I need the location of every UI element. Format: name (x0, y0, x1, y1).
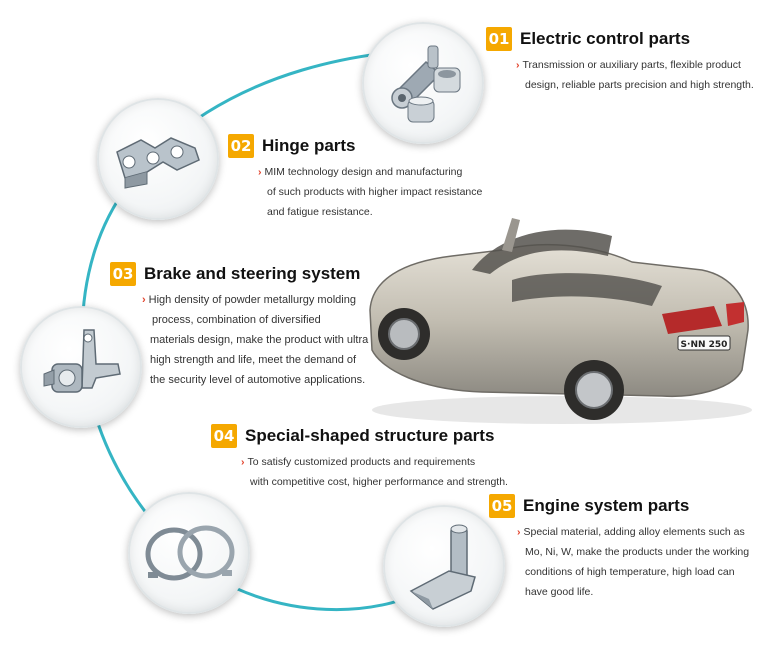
engine-part-circle (383, 505, 505, 627)
convertible-car-image: S·NN 250 (369, 218, 752, 424)
brake-part-icon (43, 329, 121, 393)
description-line: and fatigue resistance. (267, 206, 373, 218)
section-header: 03 Brake and steering system (110, 262, 368, 286)
description-line: of such products with higher impact resi… (267, 186, 483, 198)
section-description: ›MIM technology design and manufacturing… (258, 162, 482, 222)
description-line: Special material, adding alloy elements … (523, 526, 745, 538)
bullet-arrow-icon: › (241, 456, 245, 468)
section-header: 01 Electric control parts (486, 27, 754, 51)
section-number-badge: 05 (489, 494, 515, 518)
description-line: design, reliable parts precision and hig… (525, 79, 754, 91)
description-line: have good life. (525, 586, 594, 598)
section-header: 05 Engine system parts (489, 494, 749, 518)
description-line: high strength and life, meet the demand … (150, 354, 357, 366)
electric-part-circle (362, 22, 484, 144)
bullet-arrow-icon: › (258, 166, 262, 178)
section-description: ›Special material, adding alloy elements… (517, 522, 749, 602)
section-title: Special-shaped structure parts (245, 426, 495, 445)
section-hinge: 02 Hinge parts ›MIM technology design an… (228, 134, 482, 222)
hinge-part-circle (97, 98, 219, 220)
electric-part-icon (391, 45, 461, 123)
engine-part-icon (409, 524, 476, 610)
description-line: Mo, Ni, W, make the products under the w… (525, 546, 750, 558)
section-brake-steering: 03 Brake and steering system ›High densi… (110, 262, 368, 390)
description-line: MIM technology design and manufacturing (264, 166, 463, 178)
section-title: Electric control parts (520, 29, 691, 48)
section-description: ›To satisfy customized products and requ… (241, 452, 508, 492)
description-line: materials design, make the product with … (150, 334, 369, 346)
section-number-badge: 04 (211, 424, 237, 448)
section-description: ›High density of powder metallurgy moldi… (142, 290, 368, 390)
section-number-badge: 01 (486, 27, 512, 51)
bullet-arrow-icon: › (142, 294, 146, 306)
section-engine-system: 05 Engine system parts ›Special material… (489, 494, 749, 602)
bullet-arrow-icon: › (517, 526, 521, 538)
section-number-badge: 03 (110, 262, 136, 286)
section-title: Engine system parts (523, 496, 690, 515)
section-header: 04 Special-shaped structure parts (211, 424, 508, 448)
description-line: with competitive cost, higher performanc… (250, 476, 508, 488)
description-line: conditions of high temperature, high loa… (525, 566, 735, 578)
bullet-arrow-icon: › (516, 59, 520, 71)
section-title: Brake and steering system (144, 264, 361, 283)
hinge-part-icon (116, 137, 200, 189)
description-line: process, combination of diversified (152, 314, 321, 326)
section-number-badge: 02 (228, 134, 254, 158)
ring-part-icon (145, 525, 235, 581)
section-special-shaped: 04 Special-shaped structure parts ›To sa… (211, 424, 508, 492)
brake-part-circle (20, 306, 142, 428)
section-electric-control: 01 Electric control parts ›Transmission … (486, 27, 754, 95)
section-header: 02 Hinge parts (228, 134, 482, 158)
license-plate: S·NN 250 (681, 340, 728, 350)
description-line: Transmission or auxiliary parts, flexibl… (522, 59, 741, 71)
section-description: ›Transmission or auxiliary parts, flexib… (516, 55, 754, 95)
section-title: Hinge parts (262, 136, 356, 155)
description-line: To satisfy customized products and requi… (247, 456, 476, 468)
ring-part-circle (128, 492, 250, 614)
description-line: High density of powder metallurgy moldin… (148, 294, 356, 306)
description-line: the security level of automotive applica… (150, 374, 366, 386)
